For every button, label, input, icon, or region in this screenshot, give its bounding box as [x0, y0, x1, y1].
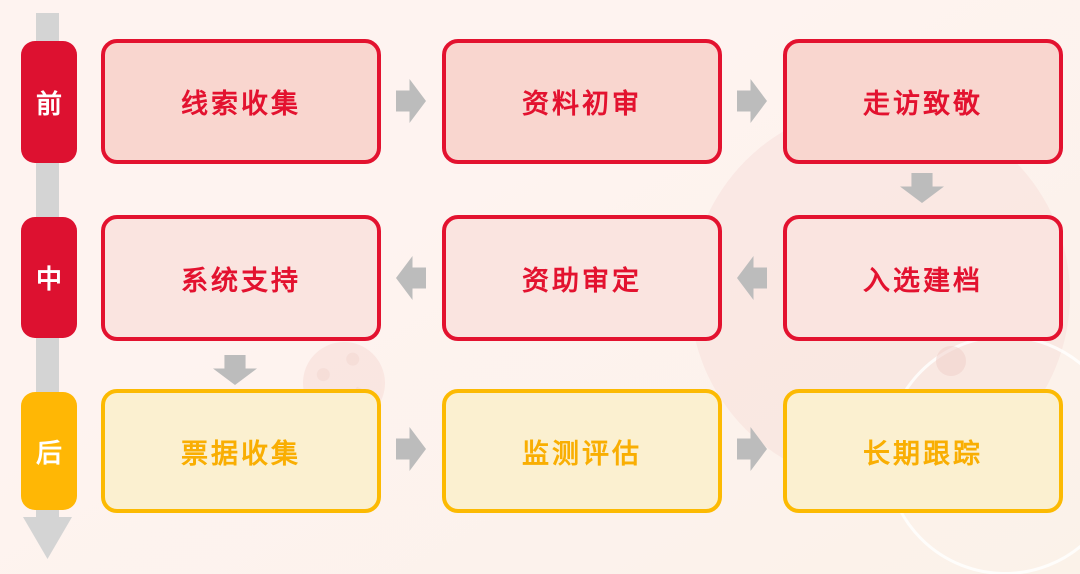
step-box-system-support: 系统支持 [101, 215, 381, 341]
phase-badge-label: 前 [35, 88, 62, 119]
step-label: 票据收集 [181, 438, 301, 469]
timeline-arrowhead-icon [23, 517, 72, 559]
step-label: 系统支持 [181, 265, 301, 296]
arrow-right-icon [396, 427, 426, 471]
step-box-material-review: 资料初审 [442, 39, 722, 164]
step-label: 资料初审 [522, 89, 642, 119]
arrow-right-icon [737, 79, 767, 123]
step-label: 资助审定 [522, 265, 642, 296]
step-label: 长期跟踪 [863, 438, 983, 469]
step-box-selection-archiving: 入选建档 [783, 215, 1063, 341]
step-box-clue-collection: 线索收集 [101, 39, 381, 164]
decor-dot [936, 346, 966, 376]
phase-badge-label: 后 [35, 437, 62, 468]
phase-badge-before: 前 [21, 41, 77, 163]
arrow-right-icon [396, 79, 426, 123]
phase-badge-after: 后 [21, 392, 77, 510]
step-label: 走访致敬 [863, 89, 983, 119]
arrow-left-icon [396, 256, 426, 300]
step-label: 线索收集 [181, 89, 301, 119]
step-box-long-term-tracking: 长期跟踪 [783, 389, 1063, 513]
phase-badge-during: 中 [21, 217, 77, 338]
step-box-monitoring-evaluation: 监测评估 [442, 389, 722, 513]
arrow-down-icon [213, 355, 257, 385]
step-box-funding-approval: 资助审定 [442, 215, 722, 341]
step-box-receipt-collection: 票据收集 [101, 389, 381, 513]
phase-badge-label: 中 [35, 264, 62, 294]
step-box-visit-tribute: 走访致敬 [783, 39, 1063, 164]
step-label: 监测评估 [522, 438, 642, 469]
step-label: 入选建档 [863, 265, 983, 296]
